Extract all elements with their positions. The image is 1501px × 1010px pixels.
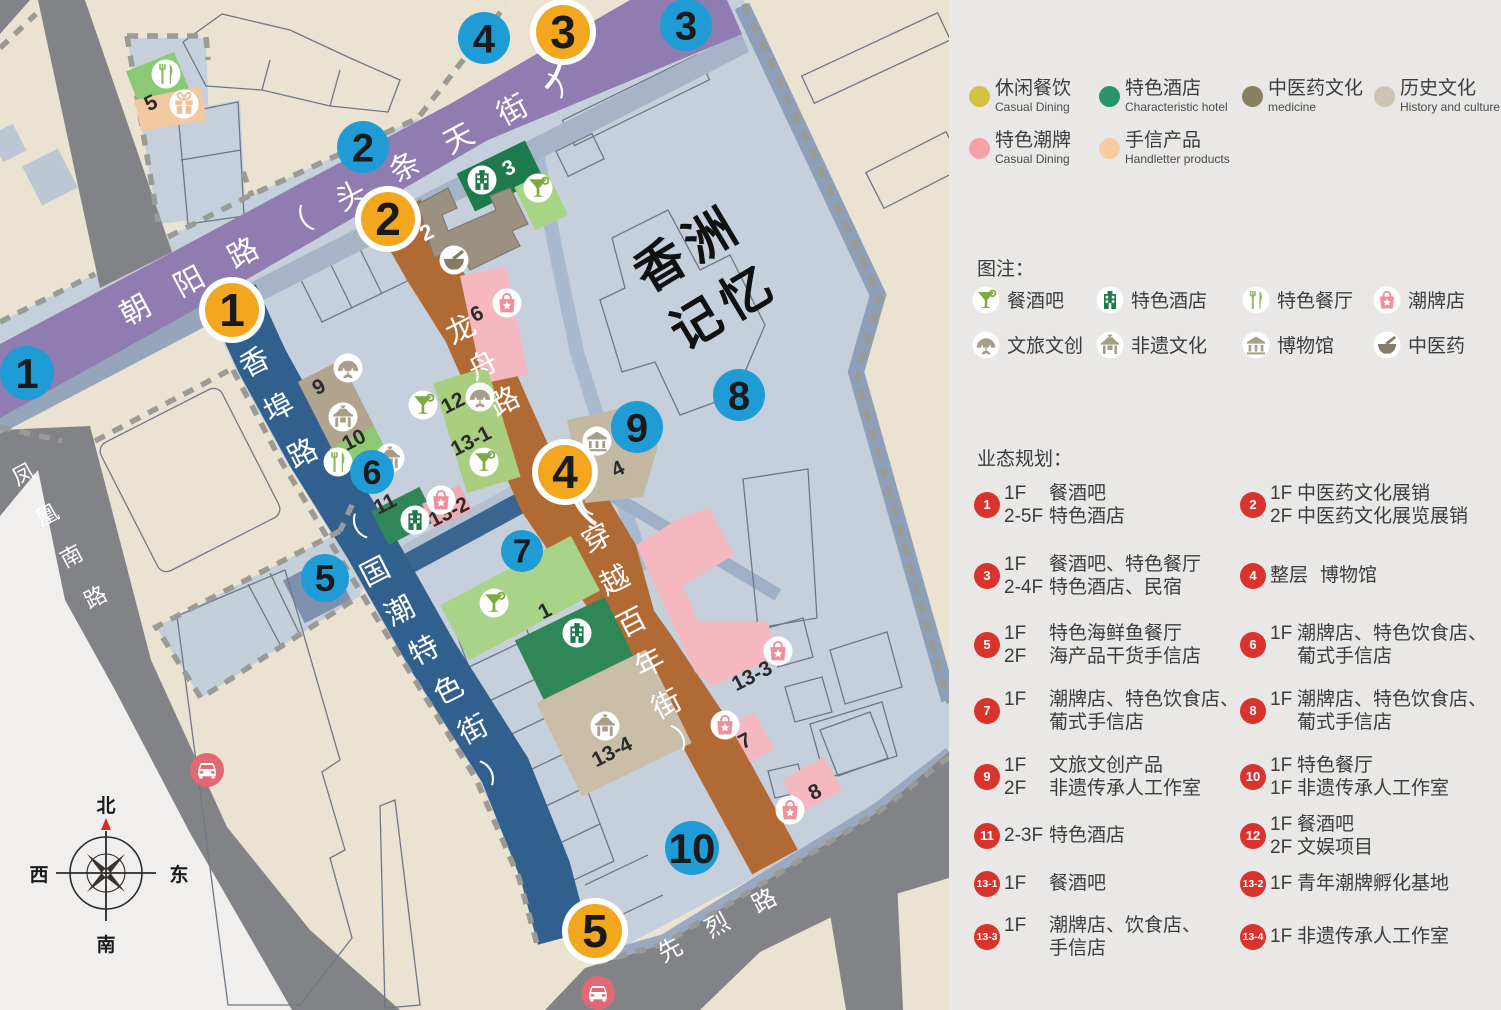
- svg-text:3: 3: [675, 4, 697, 48]
- svg-text:7: 7: [513, 533, 531, 570]
- svg-text:文旅文创: 文旅文创: [1007, 335, 1083, 357]
- svg-text:4: 4: [552, 446, 578, 498]
- svg-text:博物馆: 博物馆: [1277, 335, 1334, 357]
- svg-text:8: 8: [728, 374, 750, 418]
- svg-text:东: 东: [169, 863, 188, 886]
- svg-text:5: 5: [315, 558, 336, 599]
- svg-text:潮牌店: 潮牌店: [1408, 290, 1465, 312]
- svg-text:中医药: 中医药: [1408, 335, 1465, 357]
- svg-text:2: 2: [375, 193, 401, 245]
- svg-text:10: 10: [669, 825, 716, 872]
- svg-text:餐酒吧: 餐酒吧: [1007, 290, 1064, 312]
- svg-text:1: 1: [15, 350, 38, 397]
- svg-text:南: 南: [96, 934, 115, 956]
- svg-text:西: 西: [29, 865, 48, 886]
- svg-text:6: 6: [363, 454, 382, 492]
- svg-text:2: 2: [352, 126, 374, 170]
- svg-text:5: 5: [582, 905, 608, 957]
- svg-text:特色餐厅: 特色餐厅: [1277, 290, 1353, 312]
- svg-text:3: 3: [550, 6, 576, 58]
- svg-text:特色酒店: 特色酒店: [1131, 290, 1207, 312]
- svg-text:北: 北: [96, 795, 115, 817]
- svg-text:9: 9: [626, 406, 648, 450]
- svg-text:4: 4: [473, 17, 496, 61]
- svg-text:非遗文化: 非遗文化: [1131, 335, 1207, 357]
- svg-text:1: 1: [219, 284, 245, 336]
